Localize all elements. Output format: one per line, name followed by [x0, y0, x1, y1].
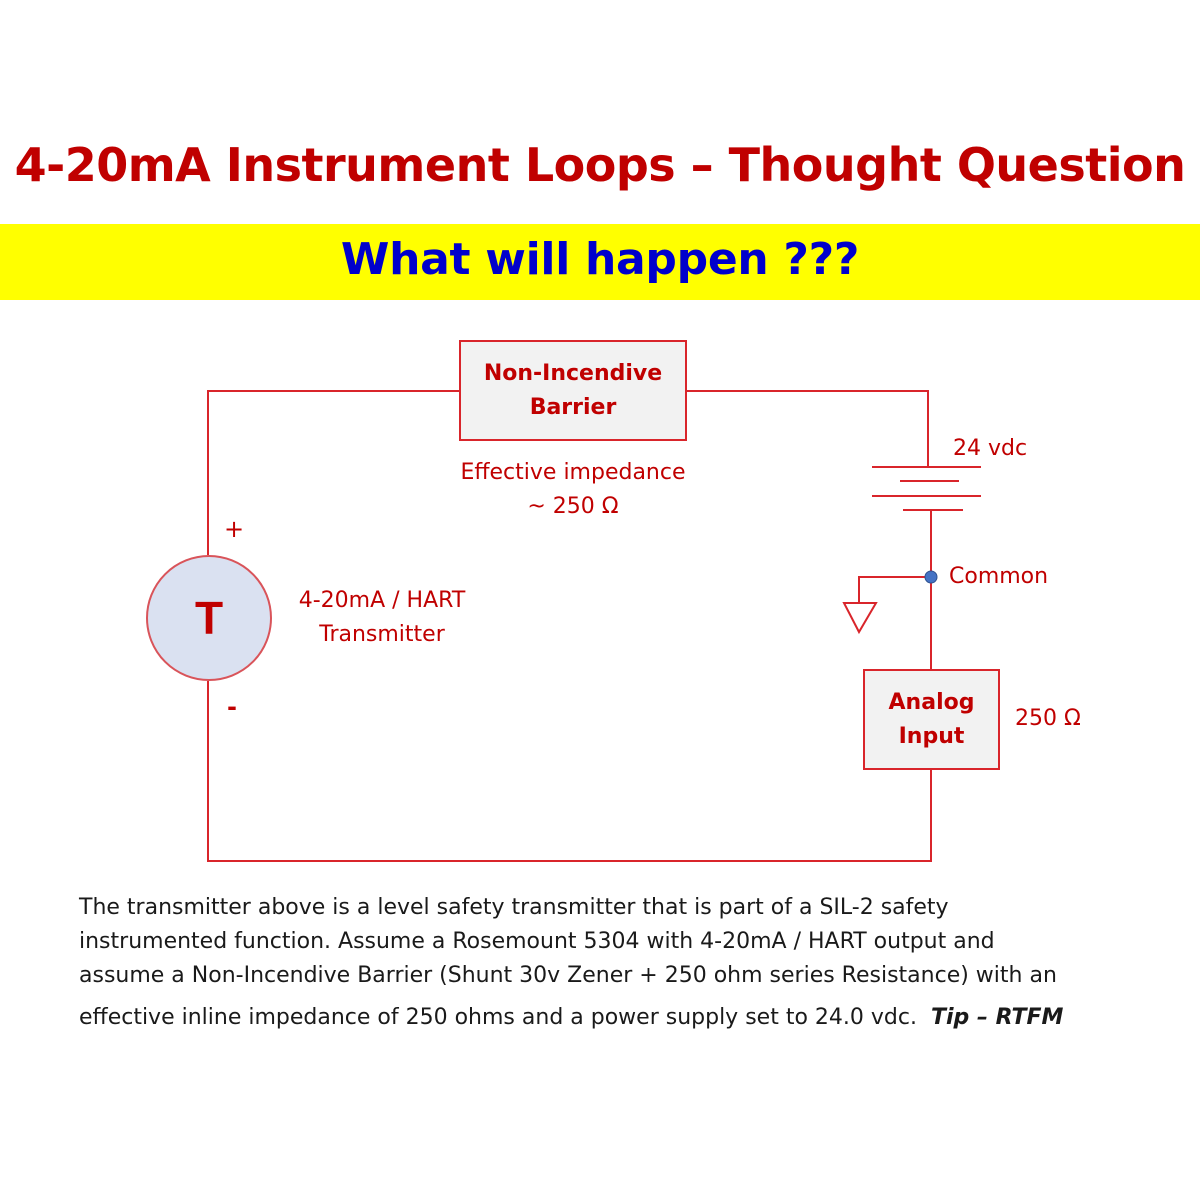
description-line-4-text: effective inline impedance of 250 ohms a…	[79, 1005, 917, 1030]
description-line-1: The transmitter above is a level safety …	[79, 895, 949, 920]
transmitter-label-line1: 4-20mA / HART	[298, 588, 466, 613]
barrier-impedance-line2: ~ 250 Ω	[527, 494, 619, 519]
barrier-label-line2: Barrier	[529, 394, 617, 420]
question-banner-text: What will happen ???	[340, 234, 860, 285]
transmitter-label-line2: Transmitter	[319, 622, 445, 647]
analog-input-label-line2: Input	[898, 723, 965, 749]
wire-top-right	[685, 390, 929, 467]
transmitter-minus-terminal: -	[227, 693, 237, 721]
description-line-3: assume a Non-Incendive Barrier (Shunt 30…	[79, 963, 1057, 988]
analog-input-box: Analog Input	[863, 669, 1000, 770]
wire-bottom	[207, 681, 932, 862]
description-line-2: instrumented function. Assume a Rosemoun…	[79, 929, 995, 954]
ground-icon	[842, 602, 878, 635]
question-banner	[0, 224, 1200, 300]
transmitter-plus-terminal: +	[224, 515, 245, 543]
barrier-impedance-label: Effective impedance ~ 250 Ω	[432, 456, 714, 524]
description-line-4: effective inline impedance of 250 ohms a…	[79, 1001, 1139, 1035]
wire-top-left	[207, 390, 460, 555]
barrier-label-line1: Non-Incendive	[483, 360, 663, 386]
common-label: Common	[949, 564, 1049, 589]
analog-input-label-line1: Analog	[888, 689, 975, 715]
transmitter-symbol: T	[146, 555, 272, 681]
page-title: 4-20mA Instrument Loops – Thought Questi…	[14, 138, 1186, 192]
common-node-dot	[924, 570, 938, 584]
question-description: The transmitter above is a level safety …	[79, 891, 1139, 1035]
description-tip: Tip – RTFM	[930, 1005, 1064, 1030]
non-incendive-barrier-box: Non-Incendive Barrier	[459, 340, 687, 441]
barrier-impedance-line1: Effective impedance	[460, 460, 686, 485]
power-supply-voltage-label: 24 vdc	[953, 436, 1028, 461]
wire-ground-branch	[858, 576, 931, 603]
analog-input-resistance-label: 250 Ω	[1015, 706, 1081, 731]
transmitter-label: 4-20mA / HART Transmitter	[284, 584, 480, 652]
